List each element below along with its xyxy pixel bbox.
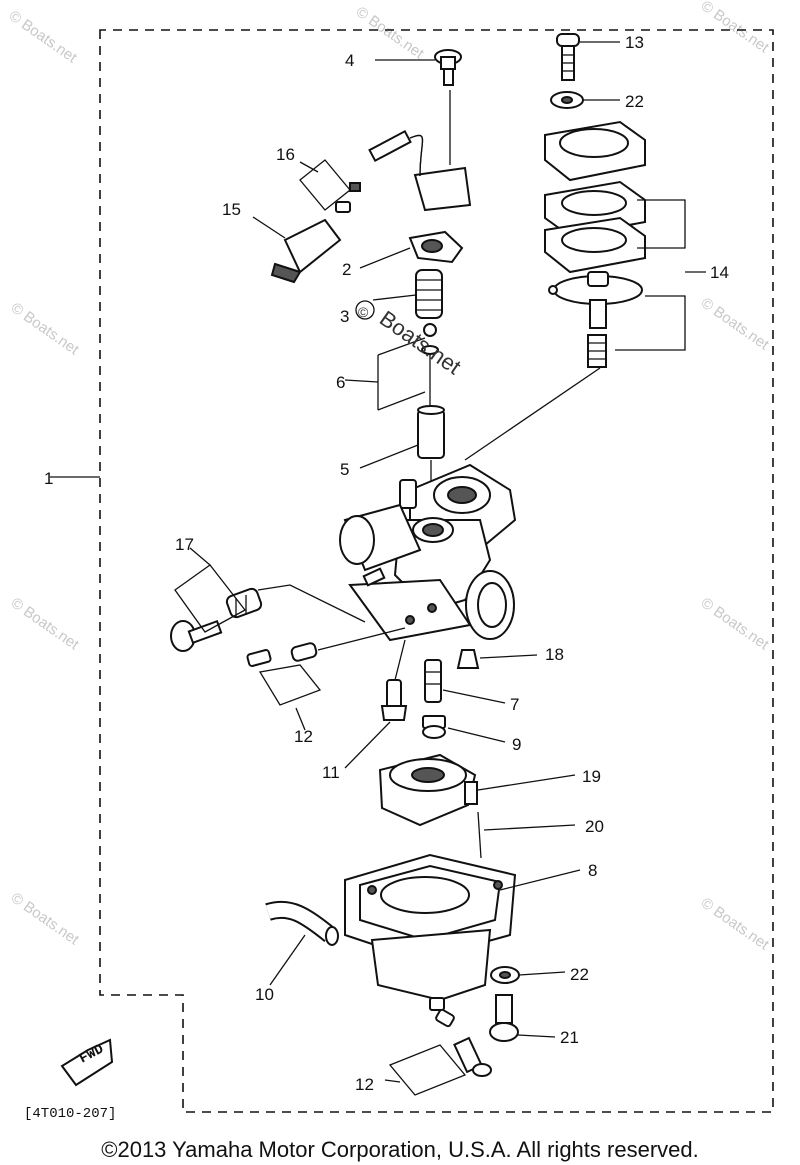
bracket-6 — [377, 337, 426, 411]
watermark: © Boats.net — [698, 594, 773, 653]
label-part-21: 21 — [560, 1028, 579, 1047]
screw-12-bottom — [435, 1008, 492, 1077]
pilot-screw-17 — [170, 587, 263, 652]
cap-15 — [270, 218, 342, 284]
watermark: © Boats.net — [8, 299, 83, 358]
leader-21 — [517, 1034, 556, 1038]
label-part-16: 16 — [276, 145, 295, 164]
center-watermark-symbol: © — [358, 304, 369, 320]
fuel-fitting-16 — [335, 129, 472, 213]
jet-needle-6 — [421, 323, 439, 410]
watermark: © Boats.net — [8, 594, 83, 653]
watermark: © Boats.net — [698, 0, 773, 57]
watermark: © Boats.net — [698, 294, 773, 353]
label-part-12-bottom: 12 — [355, 1075, 374, 1094]
diaphragm-cover-14 — [544, 120, 646, 368]
float-19 — [378, 753, 478, 827]
watermark: © Boats.net — [8, 889, 83, 948]
label-part-9: 9 — [512, 735, 521, 754]
watermark: © Boats.net — [698, 894, 773, 953]
screw-12-left — [246, 642, 318, 667]
guide-12-left — [317, 627, 406, 651]
label-part-22-bottom: 22 — [570, 965, 589, 984]
guide-17 — [257, 584, 366, 623]
leader-10 — [269, 934, 306, 986]
leader-11 — [344, 721, 391, 769]
carburetor-body — [339, 463, 517, 642]
leader-15 — [252, 216, 286, 239]
label-part-7: 7 — [510, 695, 519, 714]
gasket-2 — [408, 230, 464, 264]
label-part-1: 1 — [44, 469, 53, 488]
assembly-boundary — [99, 29, 774, 1113]
washer-22-top — [550, 91, 584, 109]
jet-18 — [456, 649, 480, 669]
label-part-20: 20 — [585, 817, 604, 836]
leader-2 — [359, 247, 411, 269]
bracket-14 — [615, 199, 706, 351]
leader-22-bottom — [518, 971, 566, 976]
leader-3 — [372, 294, 417, 301]
diagram-code: [4T010-207] — [24, 1106, 116, 1122]
float-bowl-8 — [344, 853, 517, 1011]
main-jet-7 — [424, 659, 442, 703]
pilot-jet-11 — [380, 679, 408, 721]
label-part-17: 17 — [175, 535, 194, 554]
leader-8 — [499, 869, 581, 891]
leader-6 — [344, 379, 379, 383]
label-part-18: 18 — [545, 645, 564, 664]
guide-14 — [464, 367, 601, 461]
watermark: © Boats.net — [353, 3, 428, 62]
label-part-22-top: 22 — [625, 92, 644, 111]
drain-hose-10 — [265, 900, 339, 946]
leader-7 — [442, 689, 506, 704]
leader-12-left — [295, 707, 306, 731]
leader-5 — [359, 444, 419, 469]
label-part-10: 10 — [255, 985, 274, 1004]
label-part-5: 5 — [340, 460, 349, 479]
fwd-arrow: FWD — [60, 1038, 114, 1087]
label-part-8: 8 — [588, 861, 597, 880]
leader-9 — [447, 727, 506, 743]
label-part-19: 19 — [582, 767, 601, 786]
plug-9 — [422, 715, 446, 739]
label-part-13: 13 — [625, 33, 644, 52]
label-part-2: 2 — [342, 260, 351, 279]
float-pin-20 — [477, 811, 482, 859]
bracket-17 — [174, 564, 246, 633]
leader-20 — [483, 824, 576, 831]
leader-17 — [189, 547, 211, 566]
screw-4 — [434, 49, 462, 86]
label-part-3: 3 — [340, 307, 349, 326]
throttle-valve-5 — [417, 405, 445, 459]
washer-22-bottom — [490, 966, 520, 984]
guide-11 — [394, 639, 406, 681]
part-labels: 1 2 3 4 5 6 7 8 9 10 11 12 12 13 14 15 1… — [44, 33, 729, 1094]
label-part-6: 6 — [336, 373, 345, 392]
label-part-14: 14 — [710, 263, 729, 282]
label-part-11: 11 — [322, 763, 340, 782]
leader-18 — [479, 654, 538, 659]
label-part-4: 4 — [345, 51, 354, 70]
leader-12-bottom — [384, 1079, 401, 1083]
bolt-21 — [489, 994, 519, 1042]
bolt-13 — [556, 33, 580, 81]
label-part-12-left: 12 — [294, 727, 313, 746]
label-part-15: 15 — [222, 200, 241, 219]
bracket-12-left — [258, 664, 322, 706]
center-watermark: © Boats.net — [355, 300, 466, 379]
bracket-12-bottom — [388, 1044, 467, 1096]
bracket-16 — [299, 159, 351, 211]
leader-19 — [477, 774, 576, 791]
watermark: © Boats.net — [6, 7, 81, 66]
leader-16 — [299, 161, 319, 173]
spring-3 — [415, 269, 443, 319]
copyright-notice: ©2013 Yamaha Motor Corporation, U.S.A. A… — [101, 1137, 698, 1162]
